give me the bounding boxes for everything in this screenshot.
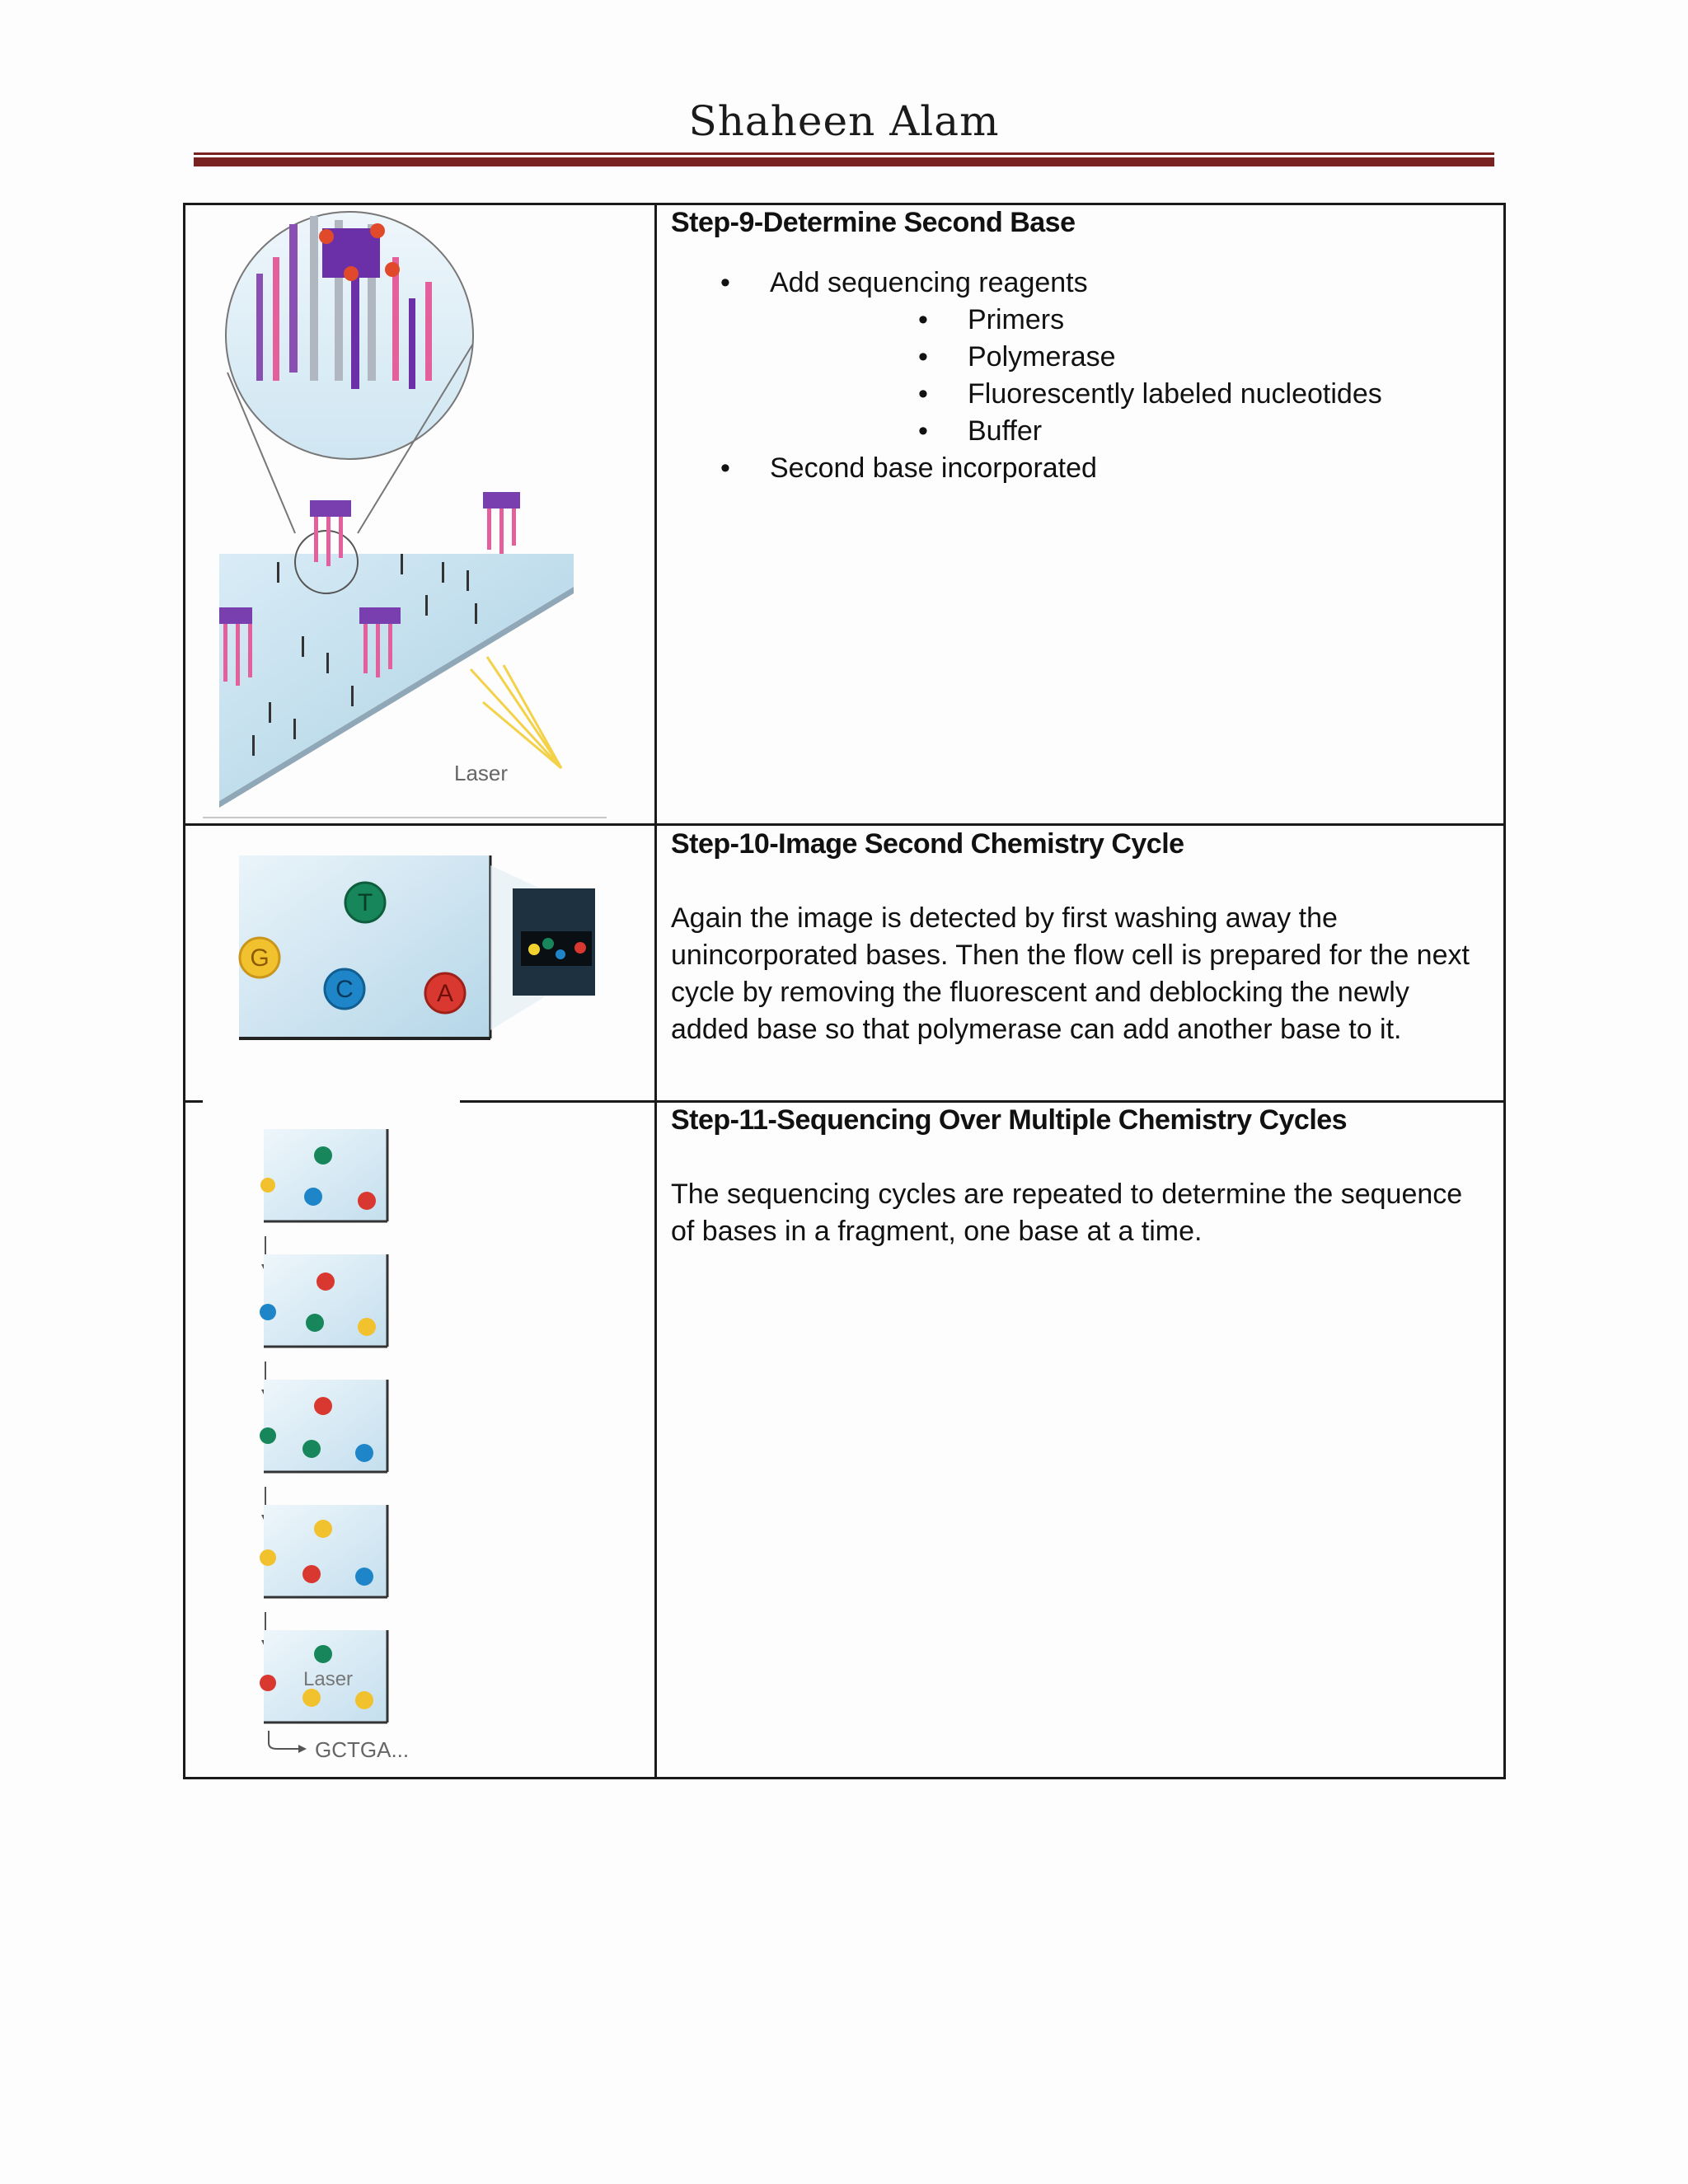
svg-text:A: A	[437, 980, 453, 1007]
svg-text:G: G	[250, 944, 269, 972]
list-item: Add sequencing reagents	[671, 265, 1487, 302]
cycle-panel-2	[260, 1254, 387, 1347]
table-border-right	[1503, 203, 1506, 1779]
author-name: Shaheen Alam	[0, 97, 1688, 145]
cycles-figure: Laser GCTGA...	[239, 1121, 453, 1772]
sub-bullet-polymerase: Polymerase	[968, 339, 1116, 376]
list-item: Second base incorporated	[671, 450, 1487, 487]
list-item: Polymerase	[671, 339, 1487, 376]
incorporation-list: Second base incorporated	[671, 450, 1487, 487]
reagent-list: Add sequencing reagents	[671, 265, 1487, 302]
imaging-figure: G T C A	[214, 832, 610, 1080]
sub-bullet-primers: Primers	[968, 302, 1064, 339]
step-10-title: Step-10-Image Second Chemistry Cycle	[671, 826, 1487, 863]
step-10-cell: Step-10-Image Second Chemistry Cycle Aga…	[671, 826, 1487, 1048]
svg-text:T: T	[358, 889, 373, 916]
laser-label: Laser	[454, 761, 508, 785]
step-9-cell: Step-9-Determine Second Base Add sequenc…	[671, 204, 1487, 487]
list-item: Buffer	[671, 413, 1487, 450]
step-9-title: Step-9-Determine Second Base	[671, 204, 1487, 241]
bullet-second-base: Second base incorporated	[770, 452, 1097, 484]
list-item: Fluorescently labeled nucleotides	[671, 376, 1487, 413]
step-11-cell: Step-11-Sequencing Over Multiple Chemist…	[671, 1102, 1491, 1250]
sub-bullet-nucleotides: Fluorescently labeled nucleotides	[968, 376, 1382, 413]
cycle-panel-4	[260, 1505, 387, 1597]
cycle-panel-5: Laser	[260, 1630, 387, 1722]
bullet-add-reagents: Add sequencing reagents	[770, 267, 1088, 298]
flow-cell-figure: Laser	[203, 208, 615, 822]
sub-bullet-buffer: Buffer	[968, 413, 1042, 450]
base-T-marker: T	[345, 883, 385, 922]
step-10-paragraph: Again the image is detected by first was…	[671, 900, 1487, 1048]
base-C-marker: C	[325, 969, 364, 1009]
reagent-sublist: Primers Polymerase Fluorescently labeled…	[671, 302, 1487, 450]
base-G-marker: G	[240, 938, 279, 977]
step-11-title: Step-11-Sequencing Over Multiple Chemist…	[671, 1102, 1491, 1139]
svg-text:C: C	[335, 976, 354, 1003]
sequence-readout: GCTGA...	[315, 1737, 409, 1762]
list-item: Primers	[671, 302, 1487, 339]
cycle-panel-1	[260, 1129, 387, 1221]
cycle-panel-3	[260, 1380, 387, 1472]
cycles-laser-label: Laser	[303, 1668, 353, 1690]
step-11-paragraph: The sequencing cycles are repeated to de…	[671, 1176, 1491, 1250]
table-row-divider-2-left	[183, 1100, 203, 1103]
table-column-divider	[654, 203, 657, 1779]
table-border-left	[183, 203, 185, 1779]
table-border-bottom	[183, 1777, 1506, 1779]
header-rule-thin	[194, 152, 1494, 155]
header-rule-thick	[194, 157, 1494, 166]
base-A-marker: A	[425, 973, 465, 1013]
